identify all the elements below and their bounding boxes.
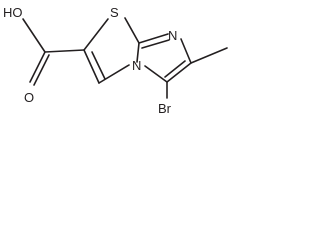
atom-label-bromine: Br <box>158 101 172 116</box>
bond-s-c7a <box>124 17 140 44</box>
bond-c2-c3-b <box>164 60 186 78</box>
atom-label-imine-nitrogen: N <box>168 28 177 43</box>
bond-n4-c3 <box>98 64 130 84</box>
atom-label-hydroxyl: HO <box>3 5 23 20</box>
bond-c2-s <box>83 18 109 51</box>
atom-label-carbonyl-oxygen: O <box>24 90 34 105</box>
bond-c3-c2-b <box>91 51 106 80</box>
bond-methyl <box>190 47 228 64</box>
atom-label-sulfur: S <box>110 5 119 20</box>
atom-label-bridgehead-nitrogen: N <box>132 58 141 73</box>
bond-c-o-double-b <box>33 54 50 86</box>
bond-c7a-n1-a <box>138 33 169 44</box>
bond-c-oh <box>22 18 46 53</box>
bond-c3-n4 <box>144 65 168 83</box>
bond-c-o-double-a <box>29 51 46 83</box>
bond-c7a-n4 <box>136 42 140 63</box>
bond-cooh-to-ring <box>44 49 85 53</box>
molecule-structure: HO O S N N Br <box>3 5 228 116</box>
bond-c2-c3-a <box>166 62 192 83</box>
bond-c3-c2-a <box>83 49 100 84</box>
bond-c7a-n1-b <box>141 39 170 49</box>
bond-n1-c2 <box>180 38 192 64</box>
